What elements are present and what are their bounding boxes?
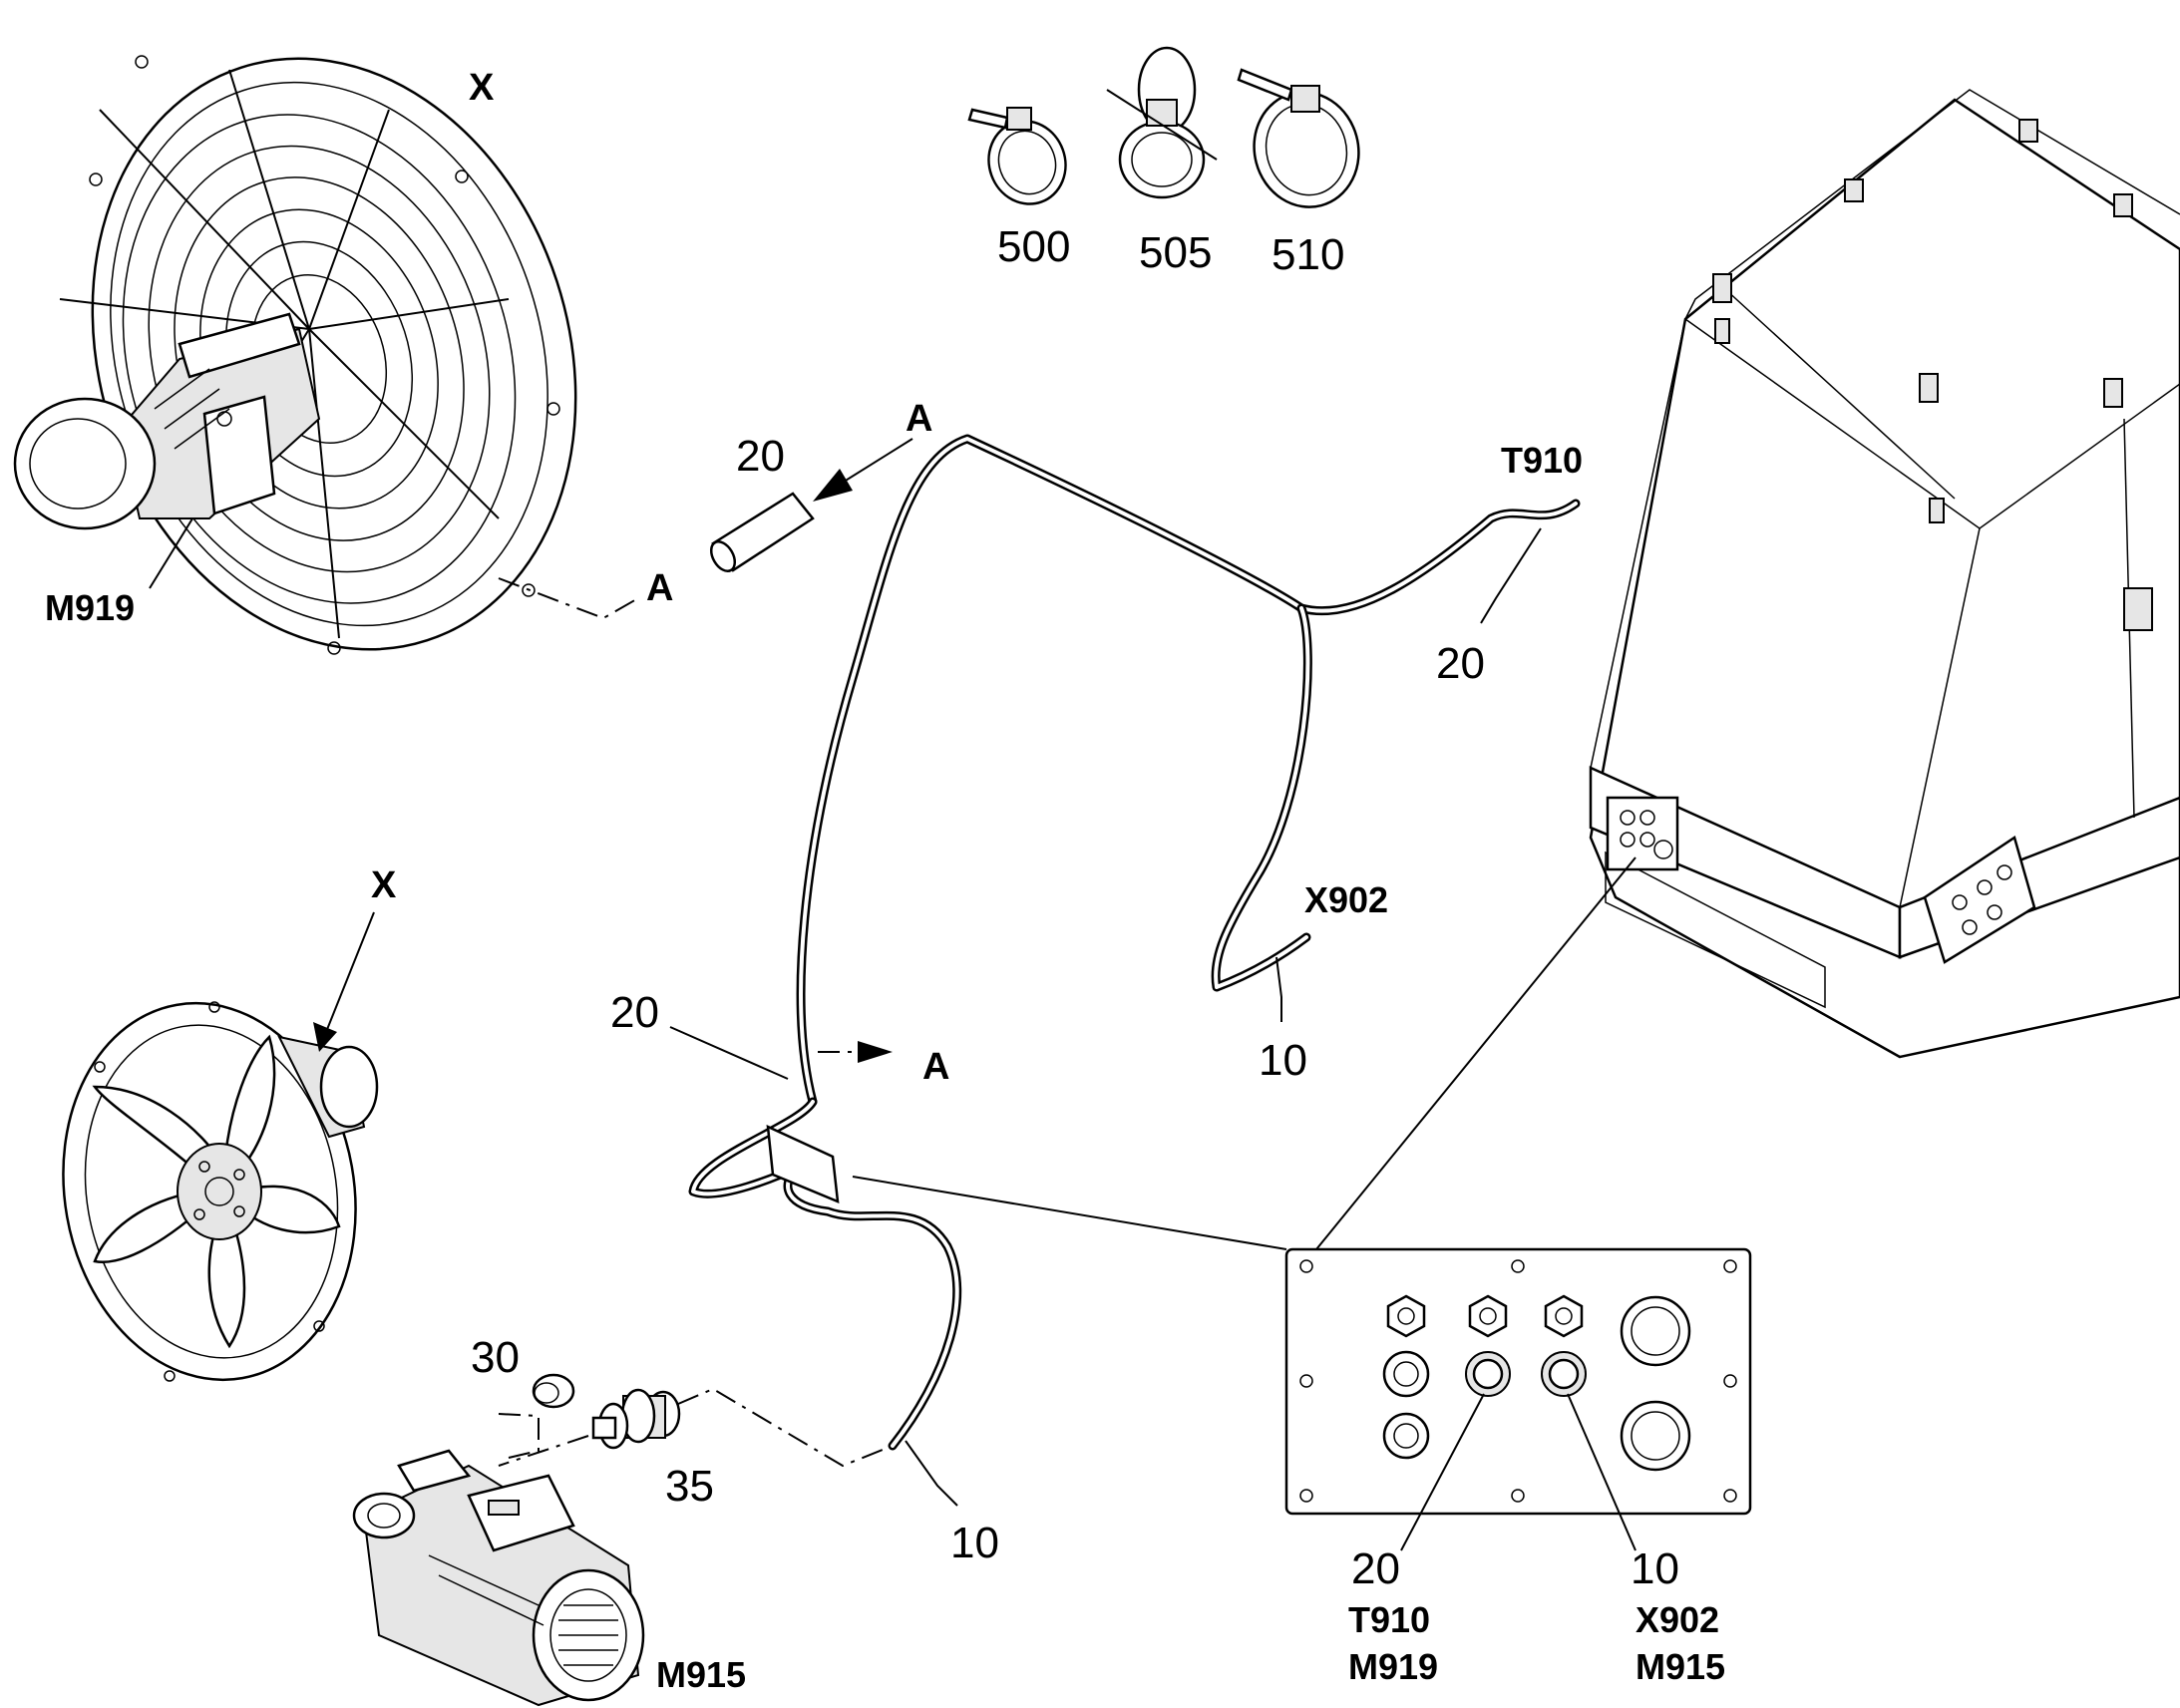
plate-left-code-2: M919 (1348, 1646, 1438, 1687)
large-fan-marker: X (469, 67, 495, 109)
bushing-30: 30 (471, 1333, 575, 1459)
cable-harness: T910 20 X902 10 20 10 (610, 434, 1583, 1567)
plate-right-code-2: M915 (1635, 1646, 1725, 1687)
cable-tie-510: 510 (1237, 68, 1360, 279)
tie-510-label: 510 (1272, 230, 1344, 279)
plate-right-code-1: X902 (1635, 1599, 1719, 1640)
gland-plate: 20 T910 M919 10 X902 M915 (1284, 1247, 1752, 1687)
bushing-30-label: 30 (471, 1333, 520, 1382)
small-fan-marker: X (371, 864, 397, 906)
cable-tie-500: 500 (967, 107, 1070, 271)
small-fan: X (62, 864, 397, 1382)
cabinet (1315, 89, 2180, 1250)
cable-20-end-label: 20 (1436, 639, 1485, 688)
sleeve-20: 20 (709, 432, 913, 572)
pump-code: M915 (656, 1654, 746, 1695)
section-a-top: A (906, 398, 932, 440)
sleeve-20-label: 20 (736, 432, 785, 481)
section-a-left: A (646, 567, 673, 609)
cable-20-loop-label: 20 (610, 988, 659, 1037)
cable-gland-35: 35 (498, 1387, 889, 1511)
cable-10-end-label: 10 (1259, 1036, 1307, 1085)
gland-35-label: 35 (665, 1462, 714, 1511)
pump-m915: M915 (352, 1449, 746, 1707)
section-a-bottom: A (922, 1046, 949, 1088)
cable-end-t910: T910 (1501, 440, 1583, 481)
clamp-505: 505 (1106, 46, 1218, 277)
plate-left-code-1: T910 (1348, 1599, 1430, 1640)
cable-10-pump-label: 10 (950, 1519, 999, 1567)
large-fan-m919: M919 X (13, 55, 577, 655)
plate-left-number: 20 (1351, 1544, 1400, 1593)
cable-end-x902: X902 (1304, 879, 1388, 920)
plate-right-number: 10 (1631, 1544, 1679, 1593)
large-fan-code: M919 (45, 587, 135, 628)
clamp-505-label: 505 (1139, 228, 1212, 277)
section-a-markers: A A A (498, 398, 949, 1088)
tie-500-label: 500 (997, 222, 1070, 271)
